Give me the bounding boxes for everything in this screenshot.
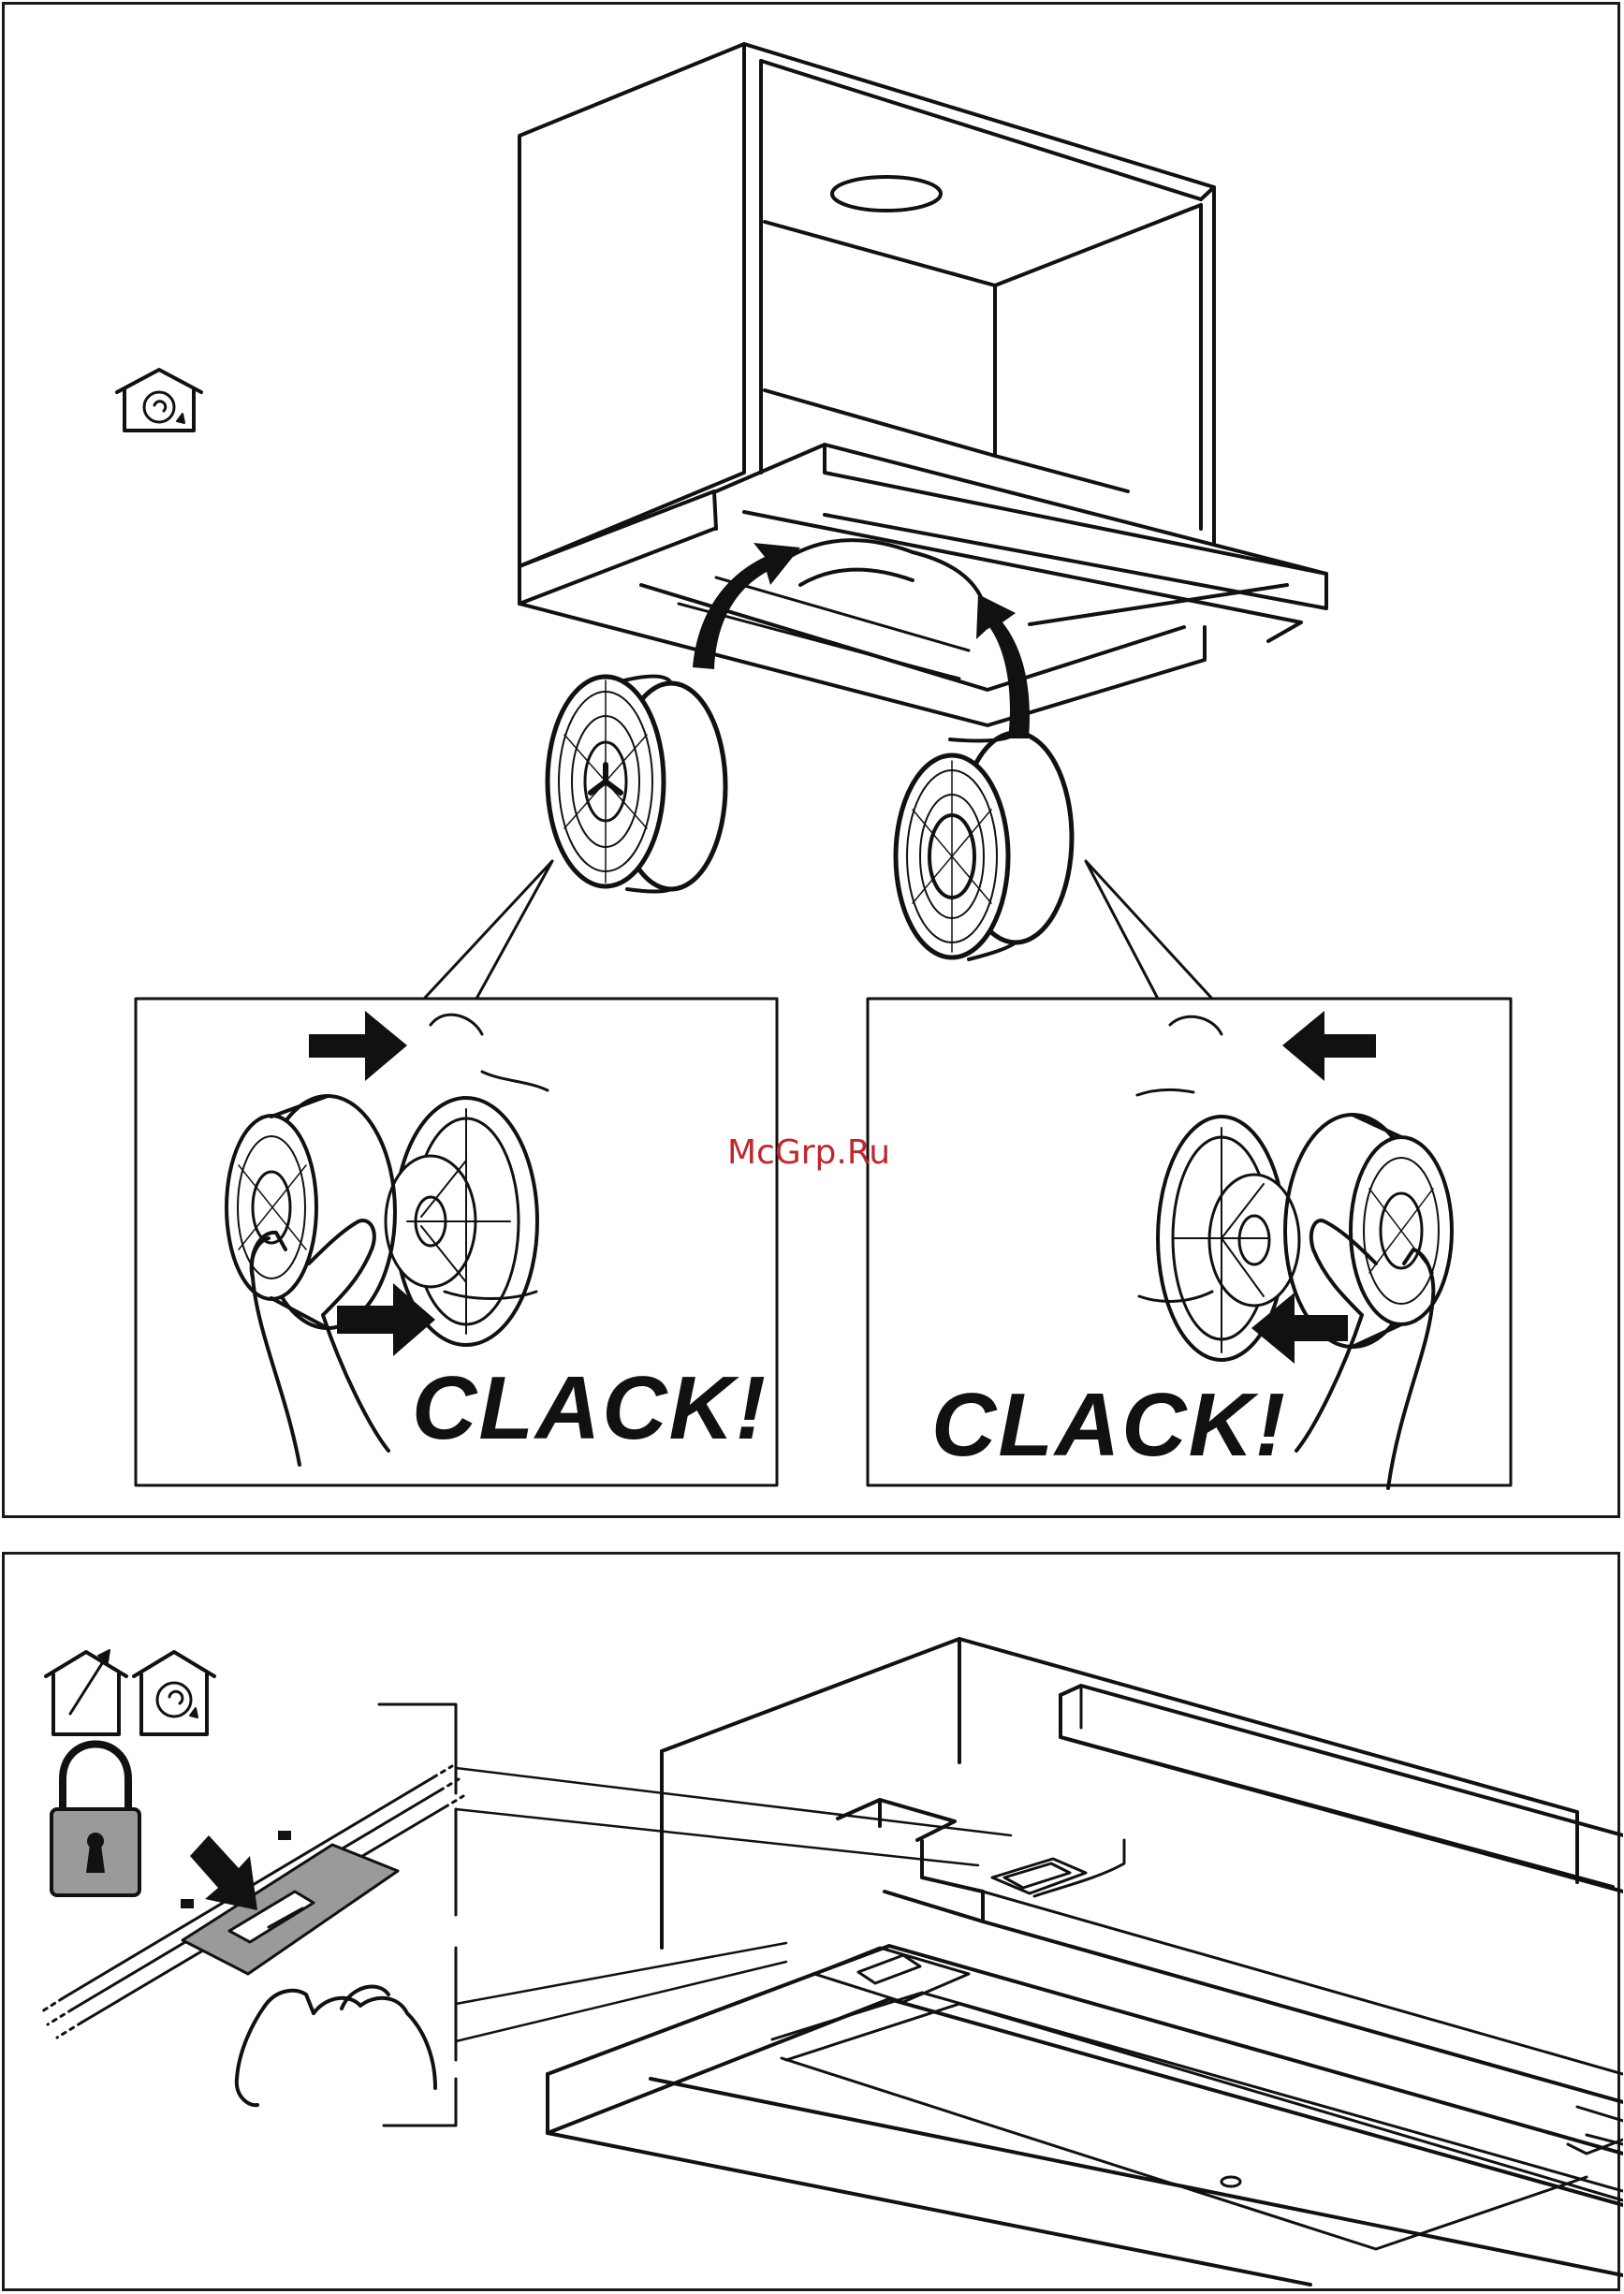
cooker-hood-cabinet: [519, 44, 1326, 725]
insert-arrow-right-icon: [976, 594, 1030, 738]
carbon-filter-right: [896, 733, 1072, 959]
carbon-filter-left: [548, 677, 725, 892]
clack-label-right: CLACK!: [931, 1375, 1287, 1475]
recirculation-mode-icon: [117, 370, 201, 431]
top-diagram: CLACK! CLACK! McGrp.Ru: [5, 5, 1623, 1521]
push-arrow-top-left-icon: [309, 1011, 407, 1081]
clack-label-left: CLACK!: [412, 1358, 768, 1458]
bottom-diagram: [5, 1555, 1623, 2294]
cooker-hood-body: [548, 1639, 1623, 2285]
padlock-icon: [51, 1745, 139, 1896]
watermark: McGrp.Ru: [727, 1133, 890, 1172]
push-arrow-top-right-icon: [1282, 1011, 1376, 1081]
slide-arrow-icon: [190, 1835, 257, 1910]
top-illustration-panel: CLACK! CLACK! McGrp.Ru: [2, 2, 1620, 1518]
bottom-illustration-panel: [2, 1552, 1620, 2291]
push-arrow-bottom-left-icon: [337, 1283, 435, 1356]
extraction-mode-icon: [46, 1650, 126, 1734]
recirculation-mode-icon: [134, 1652, 214, 1734]
cabinet-duct-hole: [832, 177, 941, 211]
